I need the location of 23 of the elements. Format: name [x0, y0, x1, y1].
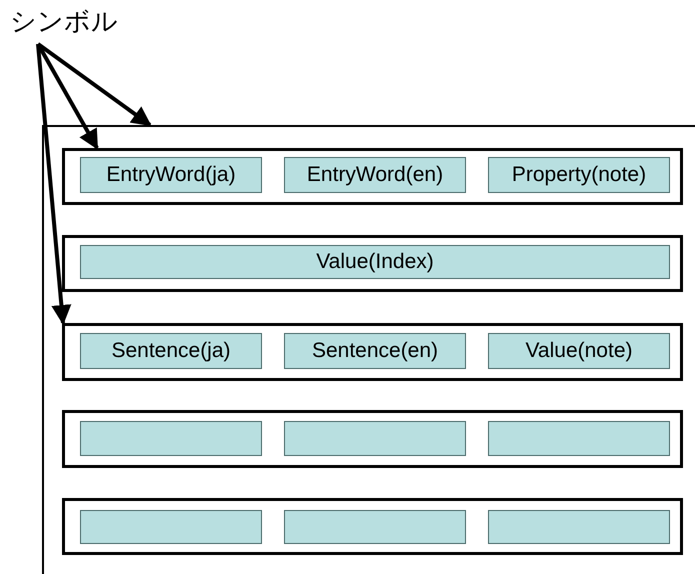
field-box: EntryWord(ja) — [80, 157, 262, 193]
field-box — [80, 421, 262, 456]
field-box: Property(note) — [488, 157, 670, 193]
field-box: Sentence(ja) — [80, 333, 262, 369]
outer-frame — [42, 125, 695, 574]
field-box: EntryWord(en) — [284, 157, 466, 193]
field-box — [488, 510, 670, 544]
row-box — [62, 498, 683, 555]
row-box — [62, 235, 683, 292]
field-box — [284, 510, 466, 544]
leader-arrow — [36, 43, 99, 150]
leader-arrow — [36, 44, 72, 325]
field-box — [488, 421, 670, 456]
field-box — [284, 421, 466, 456]
row-box — [62, 323, 683, 381]
field-box — [80, 510, 262, 544]
symbol-label: シンボル — [10, 6, 120, 38]
field-box: Value(note) — [488, 333, 670, 369]
row-box — [62, 410, 683, 468]
row-box — [62, 148, 683, 205]
field-box: Sentence(en) — [284, 333, 466, 369]
field-box: Value(Index) — [80, 245, 670, 279]
leader-arrow — [36, 42, 152, 127]
